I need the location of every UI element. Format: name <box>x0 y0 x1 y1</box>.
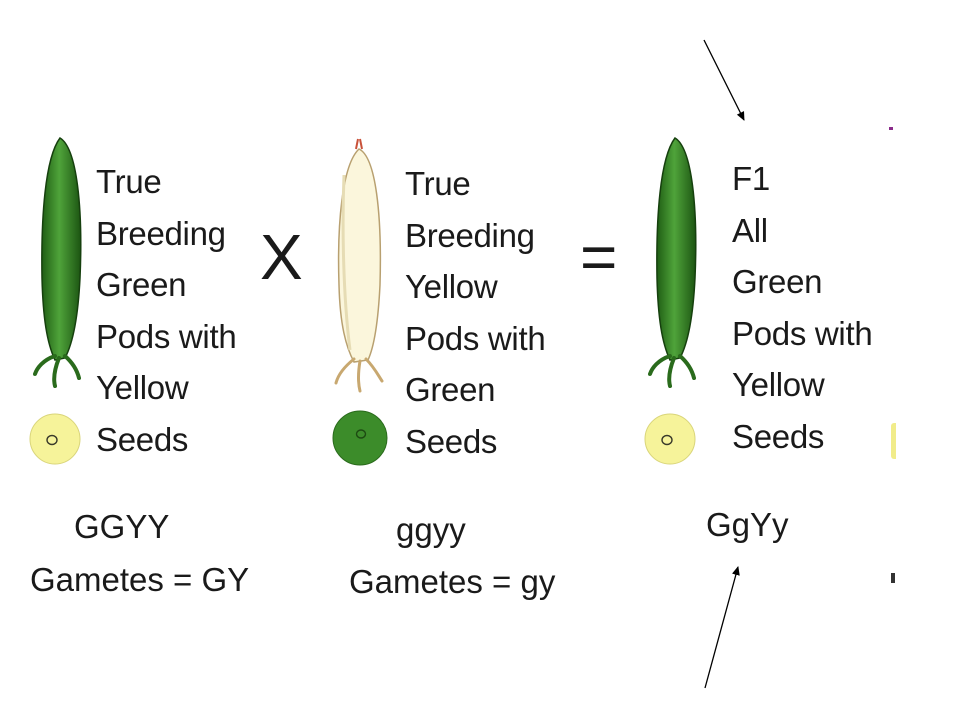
description-line: Breeding <box>405 216 535 254</box>
edge-fragment <box>891 573 895 583</box>
green-seed-icon <box>332 410 388 466</box>
green-pod-icon <box>33 137 82 388</box>
description-line: F1 <box>732 160 770 197</box>
description-line: Seeds <box>96 420 189 458</box>
equals-operator: = <box>580 221 618 293</box>
description-line: Yellow <box>732 366 825 403</box>
edge-fragment <box>889 127 893 130</box>
description-line: Pods with <box>96 317 237 355</box>
description-line: Yellow <box>405 268 498 305</box>
green-pod-icon <box>648 137 697 388</box>
edge-fragment <box>891 423 896 459</box>
parent2-gametes: Gametes = gy <box>349 563 556 600</box>
description-line: Yellow <box>96 369 189 406</box>
description-line: True <box>405 165 471 202</box>
description-line: Seeds <box>405 422 498 460</box>
parent2-genotype: ggyy <box>396 511 466 548</box>
offspring-genotype: GgYy <box>706 506 789 543</box>
parent1-description: True Breeding Green Pods with Yellow See… <box>96 156 237 465</box>
parent1-gametes: Gametes = GY <box>30 561 250 598</box>
description-line: All <box>732 211 768 249</box>
parent2-description: True Breeding Yellow Pods with Green See… <box>405 158 546 467</box>
yellow-pod-icon <box>334 138 384 393</box>
diagram-panel <box>30 125 895 605</box>
parent1-genotype: GGYY <box>74 508 170 545</box>
yellow-seed-icon <box>29 413 81 465</box>
yellow-seed-icon <box>644 413 696 465</box>
description-line: Green <box>732 263 823 300</box>
description-line: Breeding <box>96 214 226 252</box>
description-line: Green <box>96 266 187 303</box>
description-line: Seeds <box>732 417 825 455</box>
cross-operator: X <box>260 221 303 293</box>
description-line: Pods with <box>405 319 546 357</box>
description-line: True <box>96 163 162 200</box>
offspring-description: F1 All Green Pods with Yellow Seeds <box>732 153 873 462</box>
description-line: Green <box>405 371 496 408</box>
description-line: Pods with <box>732 314 873 352</box>
